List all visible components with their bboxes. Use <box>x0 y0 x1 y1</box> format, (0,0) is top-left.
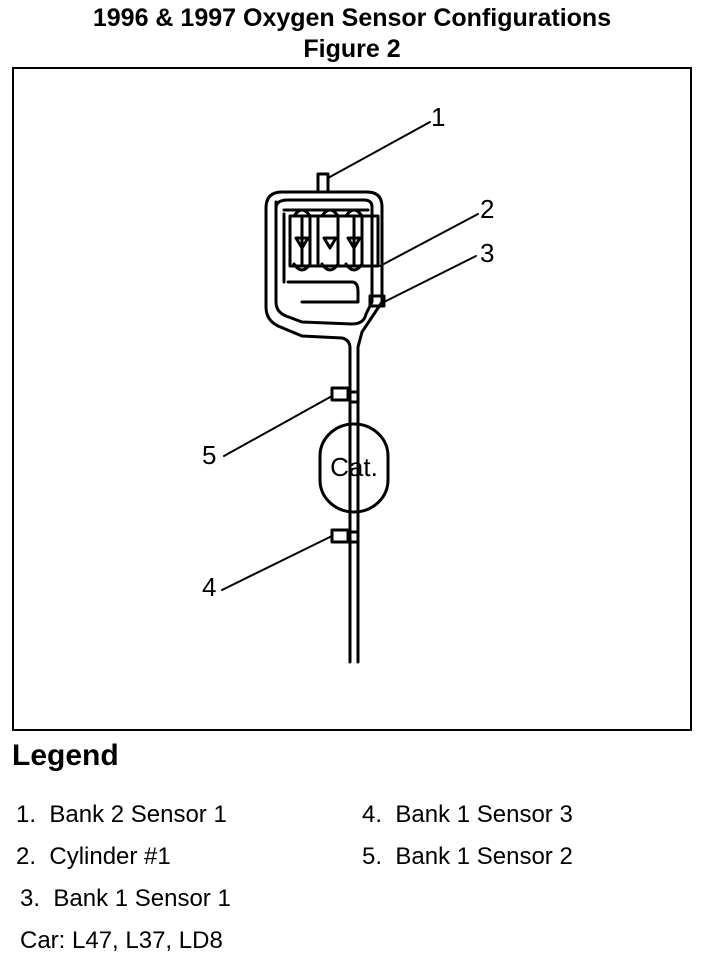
manifold-outer <box>280 190 384 664</box>
port-2 <box>322 236 338 250</box>
legend-heading: Legend <box>12 739 119 772</box>
catalytic-converter <box>318 422 390 514</box>
legend-item-text: Bank 2 Sensor 1 <box>49 801 227 828</box>
cylinder-1 <box>292 208 312 272</box>
leader-1 <box>327 121 431 179</box>
legend-item-5: 5. Bank 1 Sensor 2 <box>362 843 573 871</box>
figure-label: Figure 2 <box>303 35 401 63</box>
legend-item-4: 4. Bank 1 Sensor 3 <box>362 801 573 829</box>
port-1 <box>294 236 310 250</box>
legend-item-number: 1. <box>16 801 37 828</box>
car-models: Car: L47, L37, LD8 <box>20 927 223 954</box>
manifold-outer-left <box>264 190 352 664</box>
port-3 <box>346 236 362 250</box>
leader-3 <box>383 255 477 303</box>
leader-2 <box>379 213 479 267</box>
legend-item-text: Bank 1 Sensor 1 <box>53 885 231 912</box>
cylinder-block <box>288 214 380 268</box>
callout-3: 3 <box>480 238 494 268</box>
exhaust-diagram: 1 2 3 5 4 Cat. <box>202 102 494 664</box>
sensor-5-body <box>330 386 350 402</box>
legend-item-2: 2. Cylinder #1 <box>16 843 171 871</box>
legend-item-3: 3. Bank 1 Sensor 1 <box>20 885 231 913</box>
legend-item-number: 5. <box>362 843 383 870</box>
figure-frame: 1 2 3 5 4 Cat. <box>12 67 692 731</box>
cylinder-runners <box>300 214 356 268</box>
leader-4 <box>221 535 333 591</box>
legend-item-number: 3. <box>20 885 41 912</box>
leader-5 <box>223 395 333 457</box>
callout-1: 1 <box>431 102 445 132</box>
callout-4: 4 <box>202 572 216 602</box>
callout-2: 2 <box>480 194 494 224</box>
cylinder-3 <box>344 208 364 272</box>
legend-item-text: Bank 1 Sensor 2 <box>395 843 573 870</box>
sensor-4-body <box>330 528 350 544</box>
legend-item-text: Cylinder #1 <box>49 843 171 870</box>
cylinder-2 <box>320 208 340 272</box>
legend-item-1: 1. Bank 2 Sensor 1 <box>16 801 227 829</box>
sensor-5-tap <box>346 390 360 404</box>
cat-label: Cat. <box>330 452 378 482</box>
callout-5: 5 <box>202 440 216 470</box>
sensor-1-body <box>316 172 330 194</box>
manifold-inner <box>274 198 374 326</box>
diagram-title: 1996 & 1997 Oxygen Sensor Configurations <box>92 4 612 32</box>
sensor-4-tap <box>346 530 360 544</box>
legend-item-number: 4. <box>362 801 383 828</box>
legend-item-number: 2. <box>16 843 37 870</box>
legend-item-text: Bank 1 Sensor 3 <box>395 801 573 828</box>
